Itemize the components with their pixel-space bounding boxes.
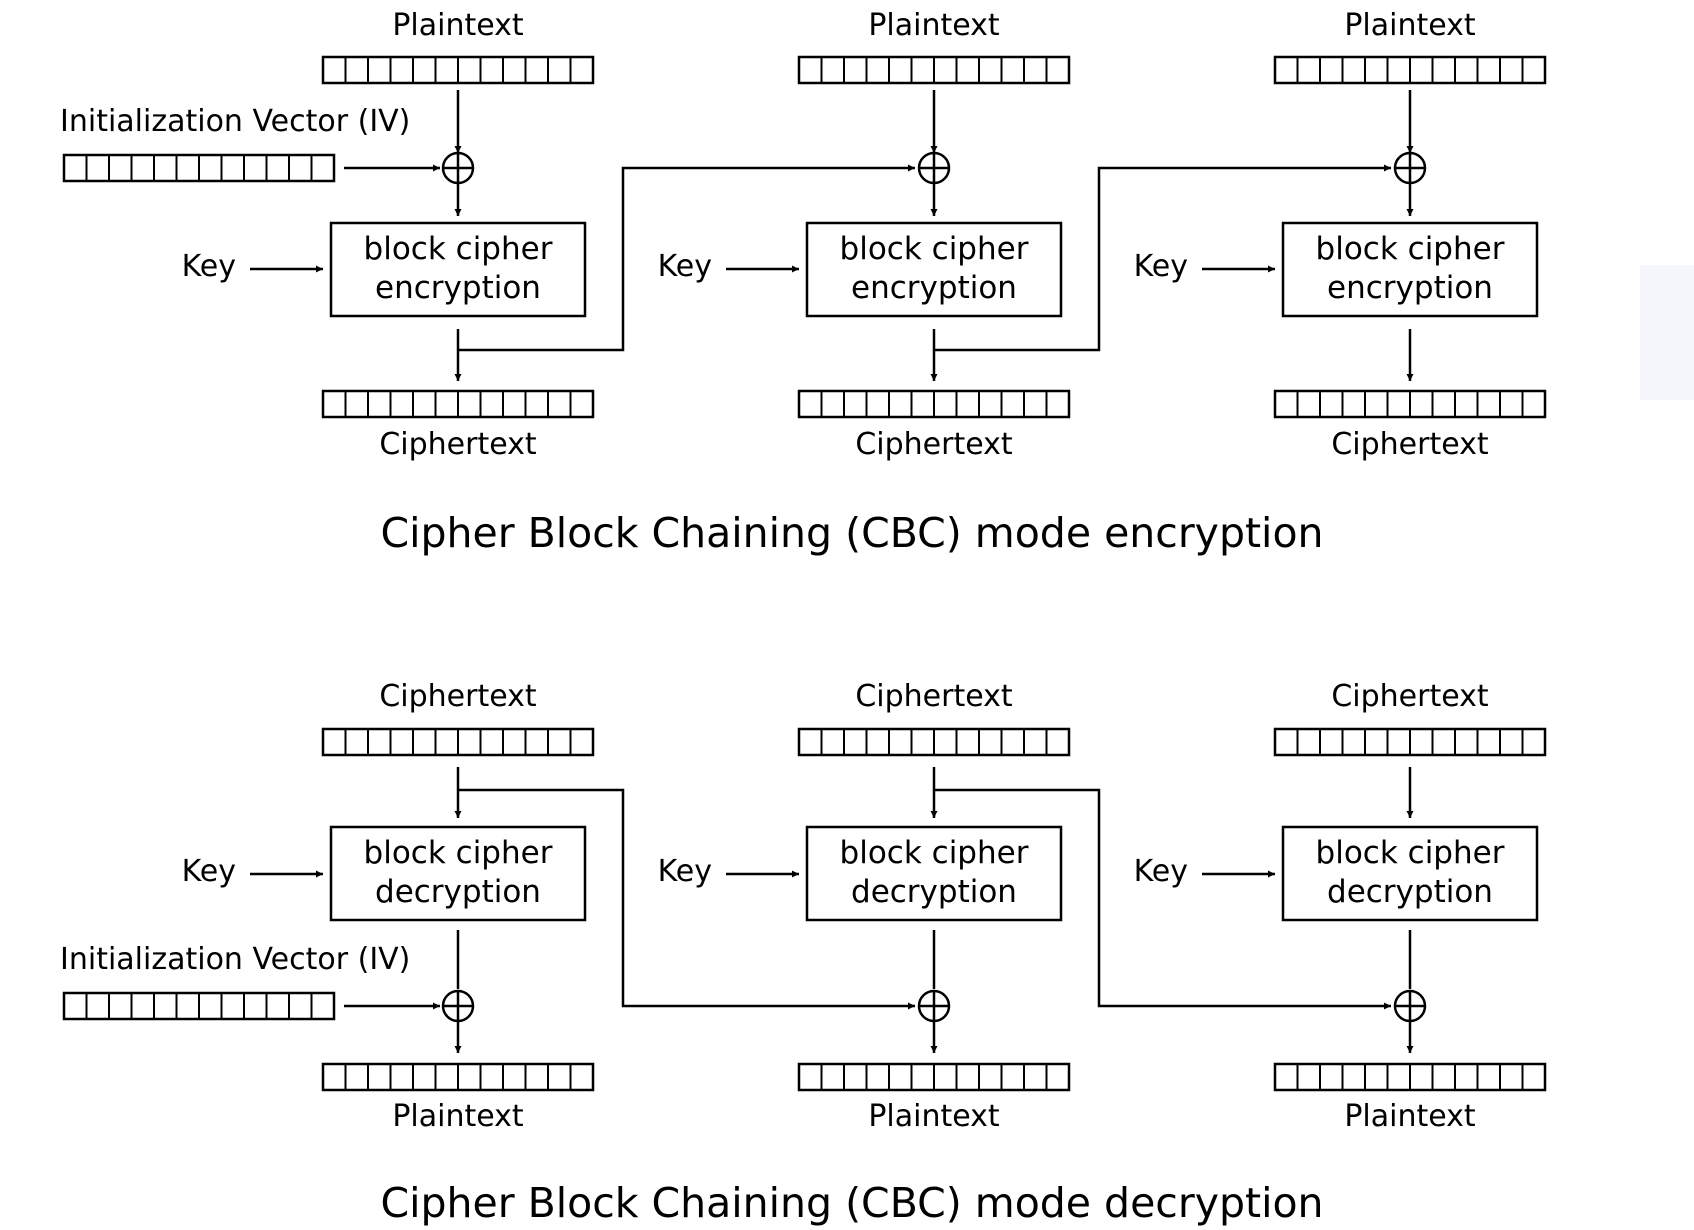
enc-stage-1-key-label: Key — [182, 249, 236, 284]
dec-stage-2-key-label: Key — [658, 854, 712, 889]
enc-stage-1-input-label: Plaintext — [392, 8, 524, 43]
dec-stage-2: Ciphertext Key block cipher decryption P… — [658, 679, 1071, 1134]
encryption-diagram: Initialization Vector (IV) Plaintext Key… — [60, 8, 1547, 557]
dec-stage-1: Ciphertext Key block cipher decryption I… — [60, 679, 595, 1134]
enc-stage-2-output-label: Ciphertext — [855, 427, 1013, 462]
dec-caption: Cipher Block Chaining (CBC) mode decrypt… — [380, 1179, 1323, 1227]
enc-stage-1-ciphertext-register — [321, 389, 595, 419]
enc-chain-2-to-3-arrow — [934, 164, 1391, 352]
enc-caption: Cipher Block Chaining (CBC) mode encrypt… — [380, 509, 1323, 557]
dec-stage-3-output-label: Plaintext — [1344, 1099, 1476, 1134]
dec-stage-2-box-line1: block cipher — [840, 835, 1029, 871]
enc-stage-3-key-label: Key — [1134, 249, 1188, 284]
dec-stage-3-xor-icon — [1393, 989, 1427, 1023]
enc-stage-2-cipher-box — [805, 221, 1063, 318]
dec-stage-2-cipher-box — [805, 825, 1063, 922]
dec-stage-3-cipher-box — [1281, 825, 1539, 922]
enc-iv-register — [62, 153, 336, 183]
dec-stage-1-ciphertext-register — [321, 727, 595, 757]
dec-stage-2-xor-icon — [917, 989, 951, 1023]
enc-stage-2-key-label: Key — [658, 249, 712, 284]
enc-stage-2-xor-icon — [917, 151, 951, 185]
enc-stage-3-output-label: Ciphertext — [1331, 427, 1489, 462]
enc-stage-2-box-line1: block cipher — [840, 231, 1029, 267]
enc-stage-1: Plaintext Key block cipher encryption Ci… — [182, 8, 595, 462]
dec-chain-1-to-2-arrow — [458, 788, 915, 1010]
dec-stage-1-output-label: Plaintext — [392, 1099, 524, 1134]
dec-stage-3-box-line1: block cipher — [1316, 835, 1505, 871]
enc-iv-label: Initialization Vector (IV) — [60, 104, 410, 139]
dec-stage-3-key-label: Key — [1134, 854, 1188, 889]
enc-stage-3-xor-icon — [1393, 151, 1427, 185]
enc-stage-2-input-label: Plaintext — [868, 8, 1000, 43]
dec-stage-3: Ciphertext Key block cipher decryption P… — [1134, 679, 1547, 1134]
enc-stage-2-ciphertext-register — [797, 389, 1071, 419]
enc-stage-1-box-line1: block cipher — [364, 231, 553, 267]
enc-stage-1-box-line2: encryption — [375, 270, 541, 306]
enc-stage-1-xor-icon — [441, 151, 475, 185]
dec-stage-2-box-line2: decryption — [851, 874, 1017, 910]
dec-stage-3-plaintext-register — [1273, 1062, 1547, 1092]
dec-stage-2-output-label: Plaintext — [868, 1099, 1000, 1134]
enc-stage-3: Plaintext Key block cipher encryption Ci… — [1134, 8, 1547, 462]
dec-chain-2-to-3-arrow — [934, 788, 1391, 1010]
dec-stage-1-cipher-box — [329, 825, 587, 922]
enc-stage-2-box-line2: encryption — [851, 270, 1017, 306]
dec-iv-label: Initialization Vector (IV) — [60, 942, 410, 977]
dec-stage-3-box-line2: decryption — [1327, 874, 1493, 910]
enc-stage-3-input-label: Plaintext — [1344, 8, 1476, 43]
enc-stage-3-plaintext-register — [1273, 55, 1547, 85]
dec-stage-2-input-label: Ciphertext — [855, 679, 1013, 714]
dec-stage-2-ciphertext-register — [797, 727, 1071, 757]
dec-stage-1-input-label: Ciphertext — [379, 679, 537, 714]
enc-stage-3-box-line2: encryption — [1327, 270, 1493, 306]
edge-shade — [1640, 265, 1694, 400]
enc-stage-3-cipher-box — [1281, 221, 1539, 318]
enc-stage-1-plaintext-register — [321, 55, 595, 85]
dec-iv-register — [62, 991, 336, 1021]
enc-stage-2-plaintext-register — [797, 55, 1071, 85]
enc-stage-1-cipher-box — [329, 221, 587, 318]
enc-stage-2: Plaintext Key block cipher encryption Ci… — [658, 8, 1071, 462]
dec-stage-3-input-label: Ciphertext — [1331, 679, 1489, 714]
dec-stage-1-key-label: Key — [182, 854, 236, 889]
enc-chain-1-to-2-arrow — [458, 164, 915, 352]
enc-stage-3-ciphertext-register — [1273, 389, 1547, 419]
dec-stage-2-plaintext-register — [797, 1062, 1071, 1092]
dec-stage-1-xor-icon — [441, 989, 475, 1023]
dec-stage-3-ciphertext-register — [1273, 727, 1547, 757]
decryption-diagram: Ciphertext Key block cipher decryption I… — [60, 679, 1547, 1227]
enc-stage-1-output-label: Ciphertext — [379, 427, 537, 462]
dec-stage-1-plaintext-register — [321, 1062, 595, 1092]
dec-stage-1-box-line1: block cipher — [364, 835, 553, 871]
enc-stage-3-box-line1: block cipher — [1316, 231, 1505, 267]
dec-stage-1-box-line2: decryption — [375, 874, 541, 910]
